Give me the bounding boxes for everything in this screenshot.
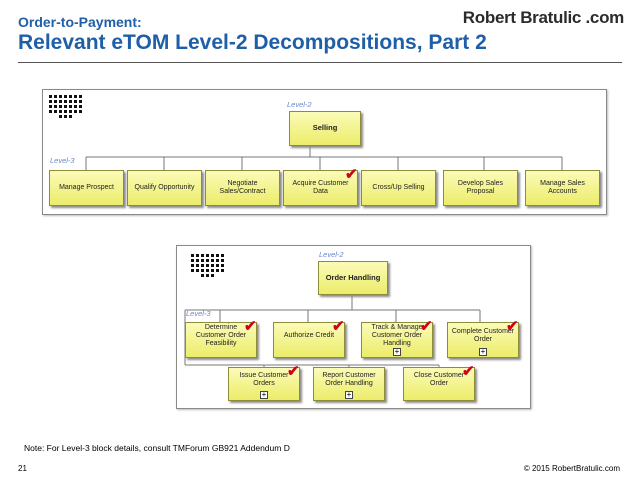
process-label: Develop Sales Proposal: [457, 179, 504, 195]
order-handling-diagram: Level-2 Level-3 Order Handling Determine…: [176, 245, 531, 409]
expand-plus-icon[interactable]: +: [345, 390, 353, 399]
process-label: Negotiate Sales/Contract: [219, 179, 266, 195]
process-box: Manage Sales Accounts: [525, 170, 600, 206]
process-box: Track & Manage Customer Order Handling+ ✔: [361, 318, 433, 358]
process-label: Manage Sales Accounts: [540, 179, 585, 195]
process-label: Qualify Opportunity: [134, 183, 195, 191]
process-box: Close Customer Order✔: [403, 363, 475, 401]
process-box: Determine Customer Order Feasibility✔: [185, 318, 257, 358]
level-2-label: Level-2: [287, 100, 312, 109]
process-label: Determine Customer Order Feasibility: [195, 323, 247, 348]
order-handling-box: Order Handling: [318, 261, 388, 295]
process-label: Authorize Credit: [283, 331, 335, 339]
process-box: Negotiate Sales/Contract: [205, 170, 280, 206]
process-box: Manage Prospect: [49, 170, 124, 206]
red-checkmark-icon: ✔: [345, 166, 358, 183]
red-checkmark-icon: ✔: [332, 318, 345, 335]
process-box: Acquire Customer Data✔: [283, 166, 358, 206]
slide-subtitle: Order-to-Payment:: [18, 14, 142, 30]
process-label: Close Customer Order: [413, 371, 465, 387]
red-checkmark-icon: ✔: [506, 318, 519, 335]
slide-title: Relevant eTOM Level-2 Decompositions, Pa…: [18, 31, 487, 54]
process-box: Authorize Credit✔: [273, 318, 345, 358]
process-box: Qualify Opportunity: [127, 170, 202, 206]
process-label: Issue Customer Orders: [239, 371, 289, 387]
selling-diagram: Level-2 Level-3 Selling Manage Prospect Q…: [42, 89, 607, 215]
red-checkmark-icon: ✔: [462, 363, 475, 380]
process-box: Develop Sales Proposal: [443, 170, 518, 206]
red-checkmark-icon: ✔: [287, 363, 300, 380]
process-label: Acquire Customer Data: [292, 179, 349, 195]
process-box: Complete Customer Order + ✔: [447, 318, 519, 358]
process-box: Cross/Up Selling: [361, 170, 436, 206]
process-label: Report Customer Order Handling: [322, 371, 376, 387]
level-3-label: Level-3: [186, 309, 211, 318]
process-label: Complete Customer Order: [451, 327, 515, 343]
copyright: © 2015 RobertBratulic.com: [523, 464, 620, 473]
process-label: Track & Manage Customer Order Handling: [371, 323, 423, 348]
red-checkmark-icon: ✔: [244, 318, 257, 335]
title-divider: [18, 62, 622, 63]
level-2-label: Level-2: [319, 250, 344, 259]
expand-plus-icon[interactable]: +: [260, 390, 268, 399]
process-box: Issue Customer Orders + ✔: [228, 363, 300, 401]
footer-note: Note: For Level-3 block details, consult…: [24, 443, 290, 453]
page-number: 21: [18, 464, 27, 473]
connector-lines: [85, 146, 563, 170]
process-box: Report Customer Order Handling +: [313, 367, 385, 401]
level-3-label: Level-3: [50, 156, 75, 165]
process-label: Cross/Up Selling: [372, 183, 425, 191]
selling-box: Selling: [289, 111, 361, 146]
red-checkmark-icon: ✔: [420, 318, 433, 335]
process-label: Manage Prospect: [59, 183, 114, 191]
expand-plus-icon[interactable]: +: [393, 347, 401, 356]
brand-logo-text: Robert Bratulic .com: [462, 8, 625, 27]
expand-plus-icon[interactable]: +: [479, 347, 487, 356]
